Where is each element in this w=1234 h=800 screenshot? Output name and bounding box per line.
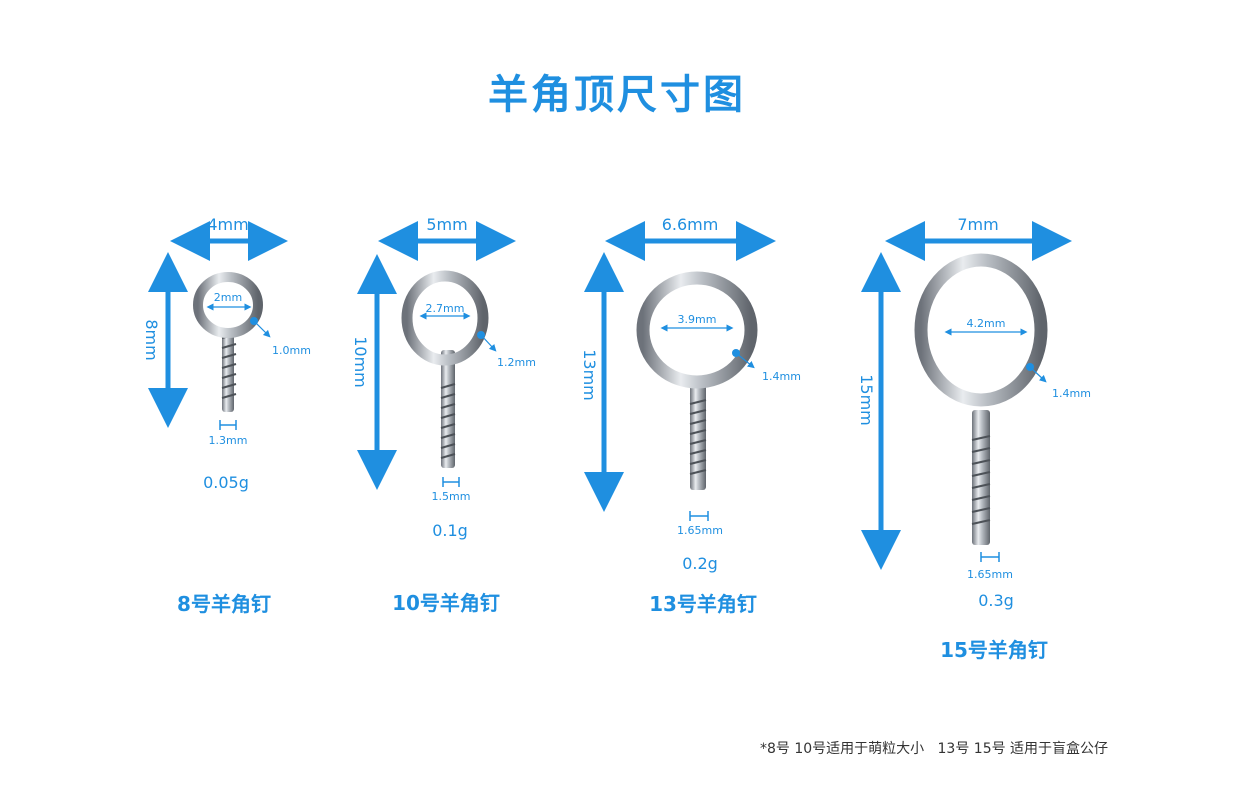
length-label: 13mm: [580, 349, 599, 401]
weight-label: 0.3g: [978, 591, 1014, 610]
weight-label: 0.05g: [203, 473, 249, 492]
wire-label: 1.4mm: [1052, 387, 1091, 400]
shank-label: 1.65mm: [967, 568, 1013, 581]
width-label: 7mm: [957, 215, 998, 234]
width-label: 6.6mm: [662, 215, 719, 234]
eye-screw-image: [401, 270, 489, 468]
eye-screw-image: [193, 272, 263, 412]
screw-15: 7mm 15mm 4.2mm 1.4mm 1.65mm 0.3g 15号羊角钉: [857, 215, 1091, 662]
weight-label: 0.2g: [682, 554, 718, 573]
product-name: 8号羊角钉: [177, 592, 271, 616]
width-label: 5mm: [426, 215, 467, 234]
screw-10: 5mm 10mm 2.7mm 1.2mm 1.5mm 0.1g 10号羊角钉: [351, 215, 536, 615]
wire-label: 1.2mm: [497, 356, 536, 369]
wire-label: 1.0mm: [272, 344, 311, 357]
product-name: 13号羊角钉: [649, 592, 757, 616]
weight-label: 0.1g: [432, 521, 468, 540]
length-label: 15mm: [857, 374, 876, 426]
eye-screw-image: [636, 271, 758, 490]
inner-label: 2mm: [214, 291, 242, 304]
product-name: 15号羊角钉: [940, 638, 1048, 662]
inner-label: 2.7mm: [426, 302, 465, 315]
length-label: 8mm: [142, 319, 161, 360]
eye-screw-image: [914, 253, 1048, 545]
inner-label: 4.2mm: [967, 317, 1006, 330]
width-label: 4mm: [207, 215, 248, 234]
shank-label: 1.3mm: [209, 434, 248, 447]
usage-note: *8号 10号适用于萌粒大小 13号 15号 适用于盲盒公仔: [760, 741, 1109, 757]
wire-label: 1.4mm: [762, 370, 801, 383]
page-title: 羊角顶尺寸图: [488, 72, 746, 118]
length-label: 10mm: [351, 336, 370, 388]
screw-13: 6.6mm 13mm 3.9mm 1.4mm 1.65mm 0.2g 13号羊角…: [580, 215, 801, 616]
screw-8: 4mm 8mm 2mm 1.0mm 1.3mm 0.05g 8号羊角钉: [142, 215, 311, 616]
shank-label: 1.65mm: [677, 524, 723, 537]
shank-label: 1.5mm: [432, 490, 471, 503]
inner-label: 3.9mm: [678, 313, 717, 326]
product-name: 10号羊角钉: [392, 591, 500, 615]
